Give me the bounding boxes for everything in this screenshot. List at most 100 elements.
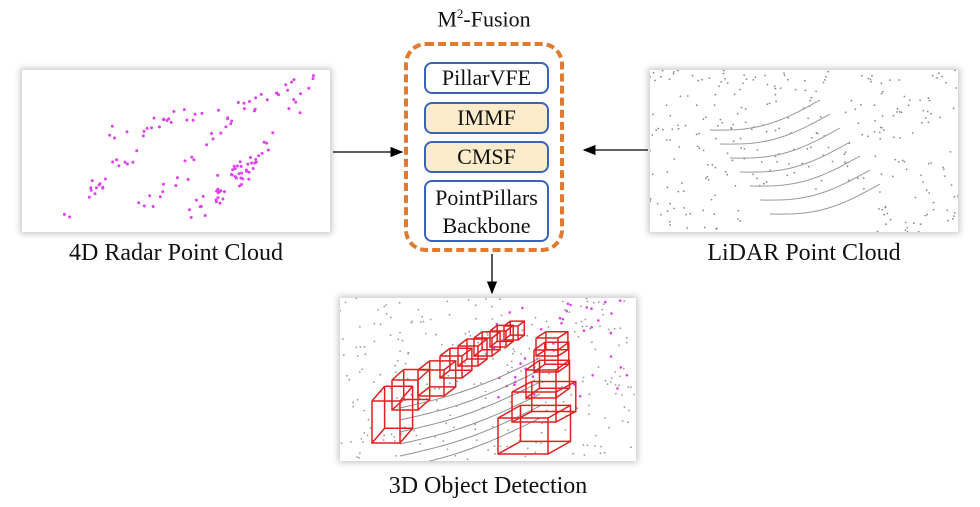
lidar-point xyxy=(650,200,652,202)
lidar-point xyxy=(917,230,920,232)
scene-point xyxy=(484,352,487,355)
detection-box-edge xyxy=(557,349,569,357)
detection-box-edge xyxy=(473,349,483,357)
detection-box-edge xyxy=(555,387,570,399)
detection-box-edge xyxy=(557,363,570,373)
scene-point xyxy=(625,341,628,344)
scene-point xyxy=(346,374,348,377)
radar-point xyxy=(239,176,243,180)
lidar-point xyxy=(660,75,662,78)
lidar-point xyxy=(783,74,786,77)
lidar-point xyxy=(940,75,943,78)
scene-point xyxy=(614,384,617,386)
lidar-point xyxy=(876,230,879,232)
lidar-point xyxy=(953,195,956,198)
lidar-point xyxy=(740,147,743,149)
lidar-point xyxy=(726,173,729,176)
lidar-point xyxy=(930,112,932,115)
detection-box-edge xyxy=(399,385,414,402)
lidar-point xyxy=(739,137,742,140)
detection-box-back xyxy=(545,330,569,351)
radar-point xyxy=(277,93,280,97)
scene-point xyxy=(486,334,489,336)
radar-point xyxy=(211,137,215,141)
scene-point xyxy=(580,305,582,308)
scene-point xyxy=(373,322,376,325)
detection-box-edge xyxy=(491,331,501,339)
scene-point xyxy=(499,445,502,448)
lidar-point xyxy=(736,112,739,115)
lidar-point xyxy=(815,188,817,190)
scene-point xyxy=(355,298,358,300)
lidar-point xyxy=(867,135,869,138)
lidar-ring xyxy=(759,169,871,201)
lidar-point xyxy=(793,171,796,174)
scene-point xyxy=(487,449,489,451)
scene-point xyxy=(594,348,597,351)
lidar-point xyxy=(677,124,679,127)
scene-point xyxy=(583,454,586,456)
scene-point xyxy=(582,380,584,383)
lidar-point xyxy=(724,170,727,173)
lidar-point xyxy=(879,137,882,140)
detection-plot xyxy=(340,298,635,461)
scene-point xyxy=(352,405,355,408)
detection-box-edge xyxy=(477,358,488,367)
lidar-point xyxy=(881,115,884,117)
scene-point xyxy=(600,445,602,448)
radar-point xyxy=(240,183,244,186)
scene-point xyxy=(435,333,437,336)
lidar-point xyxy=(922,181,924,183)
scene-point xyxy=(356,398,359,401)
lidar-point xyxy=(665,104,668,107)
scene-point xyxy=(582,444,585,446)
lidar-point xyxy=(744,121,747,124)
lidar-point xyxy=(754,76,757,79)
radar-point xyxy=(216,196,220,200)
scene-point xyxy=(614,371,617,373)
scene-point xyxy=(389,334,392,336)
scene-point xyxy=(398,301,401,304)
scene-point xyxy=(561,300,564,303)
scene-point xyxy=(534,316,537,319)
radar-point xyxy=(185,118,189,122)
lidar-point xyxy=(668,78,671,81)
scene-point xyxy=(588,393,591,396)
scene-point xyxy=(453,426,455,429)
lidar-point xyxy=(696,145,699,148)
scene-point xyxy=(434,436,437,438)
radar-point xyxy=(262,140,266,144)
scene-point xyxy=(621,420,624,422)
scene-ring xyxy=(399,381,541,433)
lidar-ring xyxy=(729,127,841,159)
lidar-point xyxy=(752,173,755,176)
lidar-point xyxy=(691,74,694,77)
scene-point xyxy=(534,451,537,454)
lidar-point xyxy=(816,132,819,135)
scene-point xyxy=(467,299,470,301)
detection-box-edge xyxy=(525,387,540,399)
lidar-point xyxy=(950,184,953,186)
lidar-point xyxy=(672,71,675,73)
radar-point xyxy=(265,141,269,145)
scene-point xyxy=(344,301,347,304)
lidar-point xyxy=(764,74,767,77)
lidar-point xyxy=(679,95,682,98)
scene-point xyxy=(433,387,436,390)
radar-point xyxy=(609,331,613,335)
detection-box-edge xyxy=(535,331,547,339)
lidar-point xyxy=(651,173,654,176)
scene-point xyxy=(404,362,407,365)
lidar-point xyxy=(654,79,656,82)
lidar-point xyxy=(766,103,769,106)
lidar-point xyxy=(879,191,881,193)
radar-point xyxy=(141,134,145,138)
scene-point xyxy=(399,331,401,334)
radar-point xyxy=(266,148,270,152)
lidar-point xyxy=(666,186,669,189)
scene-point xyxy=(395,455,397,457)
lidar-point xyxy=(815,90,817,93)
scene-point xyxy=(594,445,596,447)
scene-point xyxy=(520,353,523,355)
lidar-point xyxy=(743,74,745,76)
